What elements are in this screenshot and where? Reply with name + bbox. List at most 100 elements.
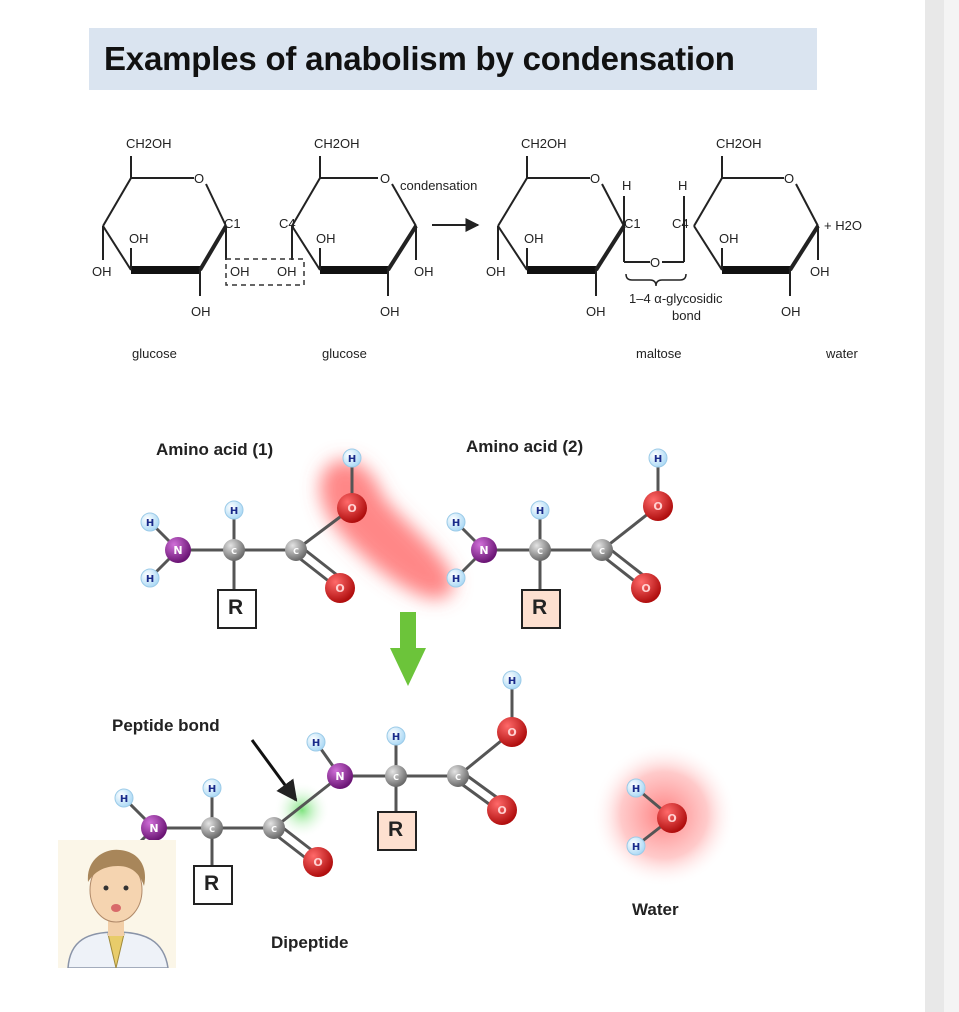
hydrogen-atom: H bbox=[306, 732, 326, 752]
hydrogen-atom: H bbox=[386, 726, 406, 746]
hydrogen-atom-label: H bbox=[536, 506, 544, 517]
hydrogen-atom-label: H bbox=[146, 574, 154, 585]
oh-label: OH bbox=[810, 264, 830, 279]
hydrogen-atom-label: H bbox=[120, 794, 128, 805]
oh-label: OH bbox=[781, 304, 801, 319]
dipeptide-label: Dipeptide bbox=[271, 933, 349, 952]
carbon-atom: C bbox=[285, 539, 307, 561]
oxygen-atom: O bbox=[497, 717, 527, 747]
amino-acid-2-label: Amino acid (2) bbox=[466, 437, 584, 456]
r-box-dipeptide-2 bbox=[377, 811, 417, 851]
green-reaction-arrow bbox=[390, 612, 426, 686]
nitrogen-atom-label: N bbox=[149, 822, 158, 835]
oh-label: OH bbox=[277, 264, 297, 279]
hydrogen-atom: H bbox=[224, 500, 244, 520]
r-box-aa2 bbox=[521, 589, 561, 629]
oxygen-atom: O bbox=[487, 795, 517, 825]
hydrogen-atom-label: H bbox=[208, 784, 216, 795]
water-label-sugar: water bbox=[826, 346, 858, 361]
oh-label: OH bbox=[230, 264, 250, 279]
peptide-bond-pointer bbox=[250, 739, 298, 802]
removed-water-dashed-box bbox=[225, 258, 305, 286]
oxygen-atom-label: O bbox=[507, 726, 516, 739]
oxygen-atom-label: O bbox=[347, 502, 356, 515]
carbon-atom-label: C bbox=[293, 547, 299, 556]
hydrogen-atom-label: H bbox=[146, 518, 154, 529]
oxygen-atom-label: O bbox=[335, 582, 344, 595]
oxygen-atom: O bbox=[631, 573, 661, 603]
carbon-atom: C bbox=[385, 765, 407, 787]
oh-label: OH bbox=[719, 231, 739, 246]
r-box-aa1 bbox=[217, 589, 257, 629]
condensation-label: condensation bbox=[400, 178, 478, 193]
oh-label: OH bbox=[586, 304, 606, 319]
carbon-atom-label: C bbox=[599, 547, 605, 556]
peptide-bond-label: Peptide bond bbox=[112, 716, 220, 735]
hydrogen-atom-label: H bbox=[654, 454, 662, 465]
hydrogen-atom: H bbox=[342, 448, 362, 468]
ring-oxygen: O bbox=[590, 171, 601, 186]
hydrogen-atom-label: H bbox=[452, 518, 460, 529]
ring-oxygen: O bbox=[380, 171, 391, 186]
oxygen-atom-label: O bbox=[667, 812, 676, 825]
hydrogen-atom-label: H bbox=[312, 738, 320, 749]
hydrogen-atom: H bbox=[140, 568, 160, 588]
teacher-avatar-icon bbox=[58, 840, 176, 968]
amino-acid-1-label: Amino acid (1) bbox=[156, 440, 274, 459]
plus-water-label: + H2O bbox=[824, 218, 862, 233]
carbon-atom-label: C bbox=[393, 773, 399, 782]
oh-label: OH bbox=[316, 231, 336, 246]
title-banner bbox=[89, 28, 817, 90]
glucose-1-label: glucose bbox=[132, 346, 177, 361]
nitrogen-atom-label: N bbox=[335, 770, 344, 783]
carbon-atom-label: C bbox=[231, 547, 237, 556]
ch2oh-label: CH2OH bbox=[521, 136, 567, 151]
r-group-label: R bbox=[388, 818, 404, 841]
h-label: H bbox=[678, 178, 688, 193]
hydrogen-atom: H bbox=[502, 670, 522, 690]
glucose-2-label: glucose bbox=[322, 346, 367, 361]
bridge-oxygen: O bbox=[650, 255, 661, 270]
glycosidic-bond-label: 1–4 α-glycosidic bbox=[629, 291, 723, 306]
hydrogen-atom: H bbox=[626, 836, 646, 856]
hydrogen-atom-label: H bbox=[348, 454, 356, 465]
hydrogen-atom: H bbox=[114, 788, 134, 808]
oxygen-atom-label: O bbox=[653, 500, 662, 513]
glucose-2-structure bbox=[291, 156, 418, 296]
h-label: H bbox=[622, 178, 632, 193]
oxygen-atom: O bbox=[657, 803, 687, 833]
oh-label: OH bbox=[191, 304, 211, 319]
oxygen-atom-label: O bbox=[313, 856, 322, 869]
oxygen-atom: O bbox=[643, 491, 673, 521]
oh-label: OH bbox=[524, 231, 544, 246]
c1-label: C1 bbox=[624, 216, 641, 231]
nitrogen-atom: N bbox=[141, 815, 167, 841]
hydrogen-atom: H bbox=[626, 778, 646, 798]
carbon-atom-label: C bbox=[209, 825, 215, 834]
oxygen-atom: O bbox=[303, 847, 333, 877]
c1-label: C1 bbox=[224, 216, 241, 231]
nitrogen-atom: N bbox=[471, 537, 497, 563]
hydrogen-atom-label: H bbox=[452, 574, 460, 585]
carbon-atom-label: C bbox=[271, 825, 277, 834]
hydrogen-atom-label: H bbox=[392, 732, 400, 743]
r-group-label: R bbox=[204, 872, 220, 895]
oh-label: OH bbox=[380, 304, 400, 319]
oh-label: OH bbox=[129, 231, 149, 246]
hydrogen-atom-label: H bbox=[632, 784, 640, 795]
carbon-atom: C bbox=[591, 539, 613, 561]
c4-label: C4 bbox=[279, 216, 296, 231]
hydrogen-atom: H bbox=[530, 500, 550, 520]
nitrogen-atom: N bbox=[327, 763, 353, 789]
water-label: Water bbox=[632, 900, 679, 919]
carbon-atom-label: C bbox=[455, 773, 461, 782]
oh-label: OH bbox=[486, 264, 506, 279]
ch2oh-label: CH2OH bbox=[716, 136, 762, 151]
nitrogen-atom: N bbox=[165, 537, 191, 563]
maltose-structure bbox=[497, 156, 820, 296]
carbon-atom: C bbox=[447, 765, 469, 787]
hydrogen-atom: H bbox=[446, 512, 466, 532]
oh-label: OH bbox=[92, 264, 112, 279]
carbon-atom: C bbox=[201, 817, 223, 839]
ring-oxygen: O bbox=[784, 171, 795, 186]
